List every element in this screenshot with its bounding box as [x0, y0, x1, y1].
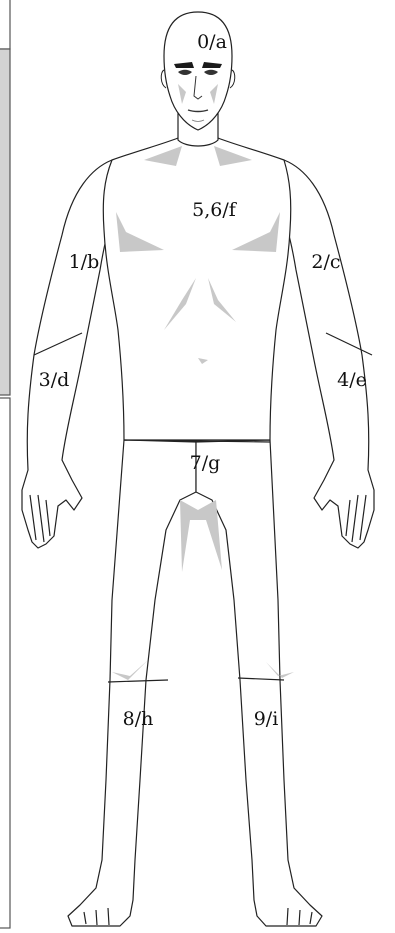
background-panels: [0, 0, 10, 928]
label-left-forearm: 4/e: [337, 369, 367, 391]
left-arm-outline: [280, 160, 374, 548]
label-head: 0/a: [197, 31, 227, 53]
label-right-lower-leg: 8/h: [123, 708, 154, 730]
torso-outline: [103, 130, 290, 440]
groin-shade: [180, 500, 222, 572]
upper-grey-panel: [0, 49, 10, 395]
label-left-lower-leg: 9/i: [254, 708, 279, 730]
label-right-forearm: 3/d: [39, 369, 70, 391]
label-right-upper-arm: 1/b: [69, 251, 100, 273]
label-thighs: 7/g: [190, 452, 221, 474]
label-torso: 5,6/f: [192, 199, 238, 221]
label-left-upper-arm: 2/c: [311, 251, 340, 273]
right-leg-outline: [68, 440, 196, 926]
lower-panel: [0, 398, 10, 928]
top-panel: [0, 0, 10, 49]
